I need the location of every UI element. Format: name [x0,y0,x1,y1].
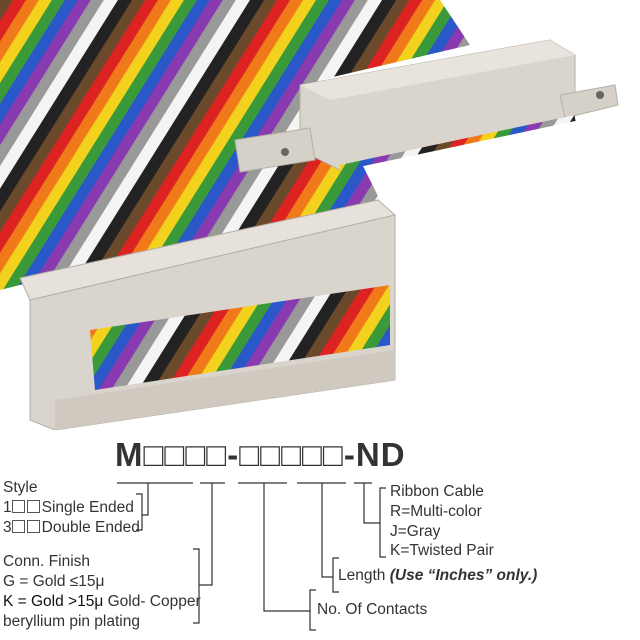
style-code-1: 1 [3,499,12,516]
length-label: Length (Use “Inches” only.) [338,567,537,585]
finish-option-k-line2: beryllium pin plating [3,613,140,630]
finish-option-g: G = Gold ≤15μ [3,573,105,590]
style-code-3: 3 [3,519,12,536]
length-text: Length [338,567,390,584]
style-title: Style [3,479,38,496]
style-option-single: 1 Single Ended [3,499,134,517]
finish-k-desc: Gold- Copper [103,593,201,610]
ribbon-cable-illustration [0,0,619,430]
ribbon-option-r: R=Multi-color [390,503,482,520]
connector-back [234,39,619,173]
ribbon-title: Ribbon Cable [390,483,484,500]
ribbon-option-j: J=Gray [390,523,441,540]
ribbon-option-k: K=Twisted Pair [390,542,494,559]
finish-option-k: K = Gold >15μ Gold- Copper [3,593,201,611]
style-option-double: 3 Double Ended [3,519,140,537]
finish-k-code: K = Gold >15μ [3,593,104,610]
style-label-double: Double Ended [41,519,140,536]
contacts-label: No. Of Contacts [317,601,428,618]
part-number-template: M□□□□-□□□□□-ND [115,436,406,473]
ribbon-cable [0,0,470,290]
length-note: (Use “Inches” only.) [389,567,538,584]
connector-front [19,199,397,430]
finish-title: Conn. Finish [3,553,91,570]
style-label-single: Single Ended [41,499,134,516]
